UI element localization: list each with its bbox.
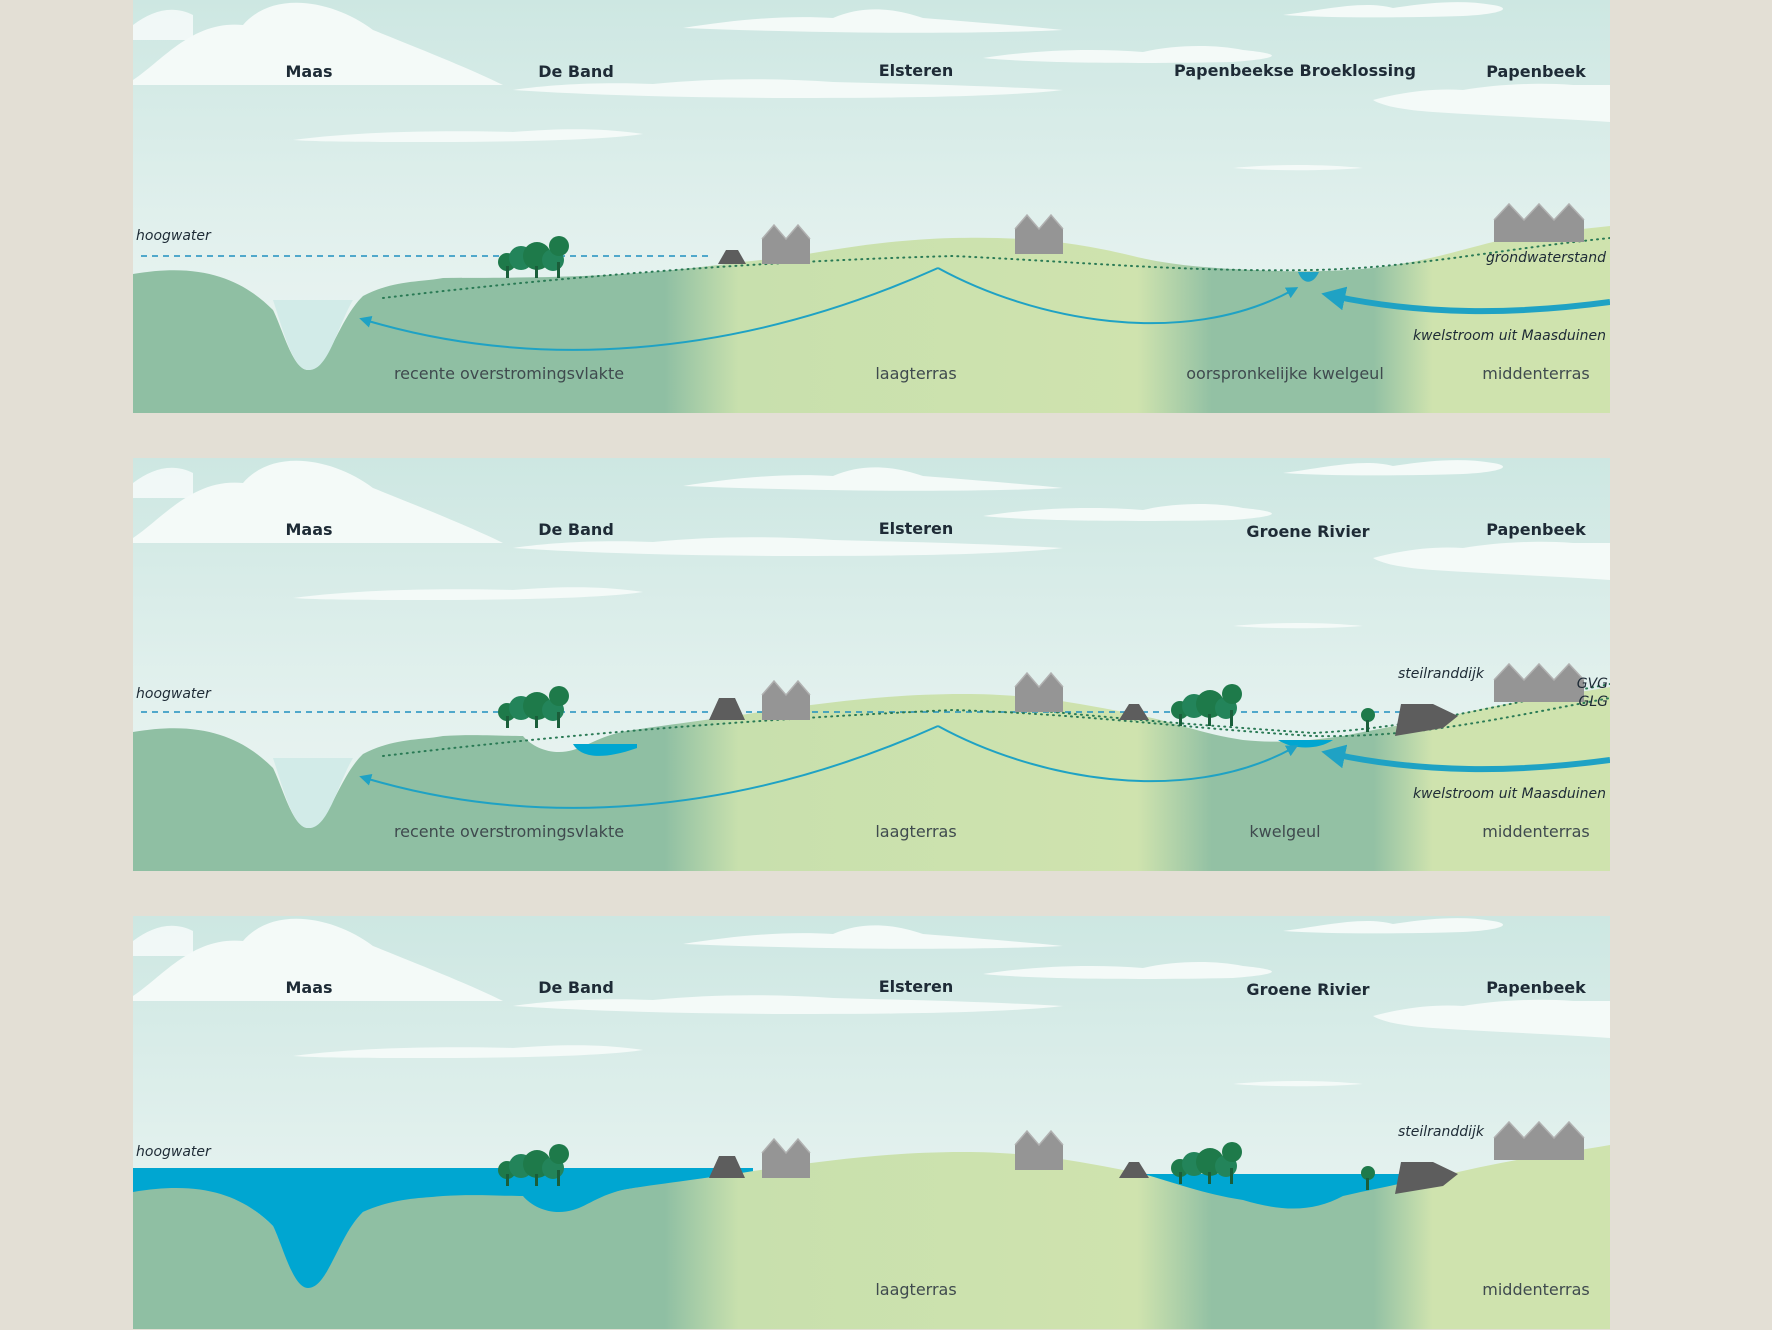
tree-trunk [1366, 720, 1369, 732]
panel-current: Maas De Band Elsteren Papenbeekse Broekl… [133, 0, 1610, 413]
place-papenbeek: Papenbeek [1486, 62, 1586, 81]
flood-water-kwelgeul [1143, 1174, 1423, 1209]
dike-building [718, 250, 746, 264]
label-hoogwater: hoogwater [136, 686, 211, 702]
cross-section-diagram [133, 916, 1610, 1329]
label-glg: GLG [1578, 694, 1609, 710]
label-grondwaterstand: grondwaterstand [1486, 250, 1606, 266]
maas-river [273, 300, 353, 371]
place-papenbeek: Papenbeek [1486, 978, 1586, 997]
label-steilranddijk: steilranddijk [1397, 666, 1484, 682]
dike-building [1119, 704, 1149, 720]
label-kwelstroom: kwelstroom uit Maasduinen [1412, 786, 1606, 802]
flow-arrow-left [359, 267, 939, 351]
zone-laagterras: laagterras [875, 822, 957, 841]
panel-flooding: Maas De Band Elsteren Groene Rivier Pape… [133, 916, 1610, 1329]
place-right: Groene Rivier [1246, 522, 1370, 541]
panel-future: Maas De Band Elsteren Groene Rivier Pape… [133, 458, 1610, 871]
tree [1361, 1166, 1375, 1180]
gvg-line [1032, 683, 1610, 735]
zone-laagterras: laagterras [875, 1280, 957, 1299]
tree-trunk [1366, 1178, 1369, 1190]
place-papenbeek: Papenbeek [1486, 520, 1586, 539]
tree [1361, 708, 1375, 722]
flow-arrow-right [937, 725, 1299, 783]
steilranddijk [1395, 704, 1458, 736]
flow-arrow-right [937, 267, 1299, 325]
place-de-band: De Band [538, 520, 614, 539]
houses [1493, 1121, 1585, 1161]
place-right: Papenbeekse Broeklossing [1174, 61, 1416, 80]
label-gvg: GVG [1576, 676, 1608, 692]
zone-overstromingsvlakte: recente overstromingsvlakte [393, 822, 625, 841]
zone-laagterras: laagterras [875, 364, 957, 383]
kwelstroom-arrow [1321, 744, 1610, 773]
place-right: Groene Rivier [1246, 980, 1370, 999]
terrain [133, 687, 1610, 871]
place-maas: Maas [285, 62, 333, 81]
place-elsteren: Elsteren [878, 61, 954, 80]
houses [1493, 663, 1585, 703]
zone-middenterras: middenterras [1482, 364, 1590, 383]
place-maas: Maas [285, 978, 333, 997]
maas-river [273, 758, 353, 829]
zone-kwelgeul: kwelgeul [1249, 822, 1321, 841]
houses [1493, 203, 1585, 243]
place-elsteren: Elsteren [878, 519, 954, 538]
kwelgeul-water [1298, 272, 1319, 282]
terrain [133, 1145, 1610, 1329]
zone-kwelgeul: oorspronkelijke kwelgeul [1186, 364, 1384, 383]
flood-water-deep [133, 1168, 753, 1288]
steilranddijk [1395, 1162, 1458, 1194]
dike-building [709, 1156, 745, 1178]
place-de-band: De Band [538, 62, 614, 81]
zone-middenterras: middenterras [1482, 822, 1590, 841]
kwelstroom-arrow [1321, 286, 1610, 315]
label-hoogwater: hoogwater [136, 228, 211, 244]
terrain [133, 226, 1610, 413]
cross-section-diagram [133, 0, 1610, 413]
dike-building [1119, 1162, 1149, 1178]
flow-arrow-left [359, 725, 939, 809]
dike-building [709, 698, 745, 720]
zone-overstromingsvlakte: recente overstromingsvlakte [393, 364, 625, 383]
grondwaterstand-line [382, 237, 1610, 299]
place-maas: Maas [285, 520, 333, 539]
cross-section-diagram [133, 458, 1610, 871]
label-hoogwater: hoogwater [136, 1144, 211, 1160]
zone-middenterras: middenterras [1482, 1280, 1590, 1299]
place-elsteren: Elsteren [878, 977, 954, 996]
place-de-band: De Band [538, 978, 614, 997]
label-kwelstroom: kwelstroom uit Maasduinen [1412, 328, 1606, 344]
pond [573, 744, 637, 756]
label-steilranddijk: steilranddijk [1397, 1124, 1484, 1140]
